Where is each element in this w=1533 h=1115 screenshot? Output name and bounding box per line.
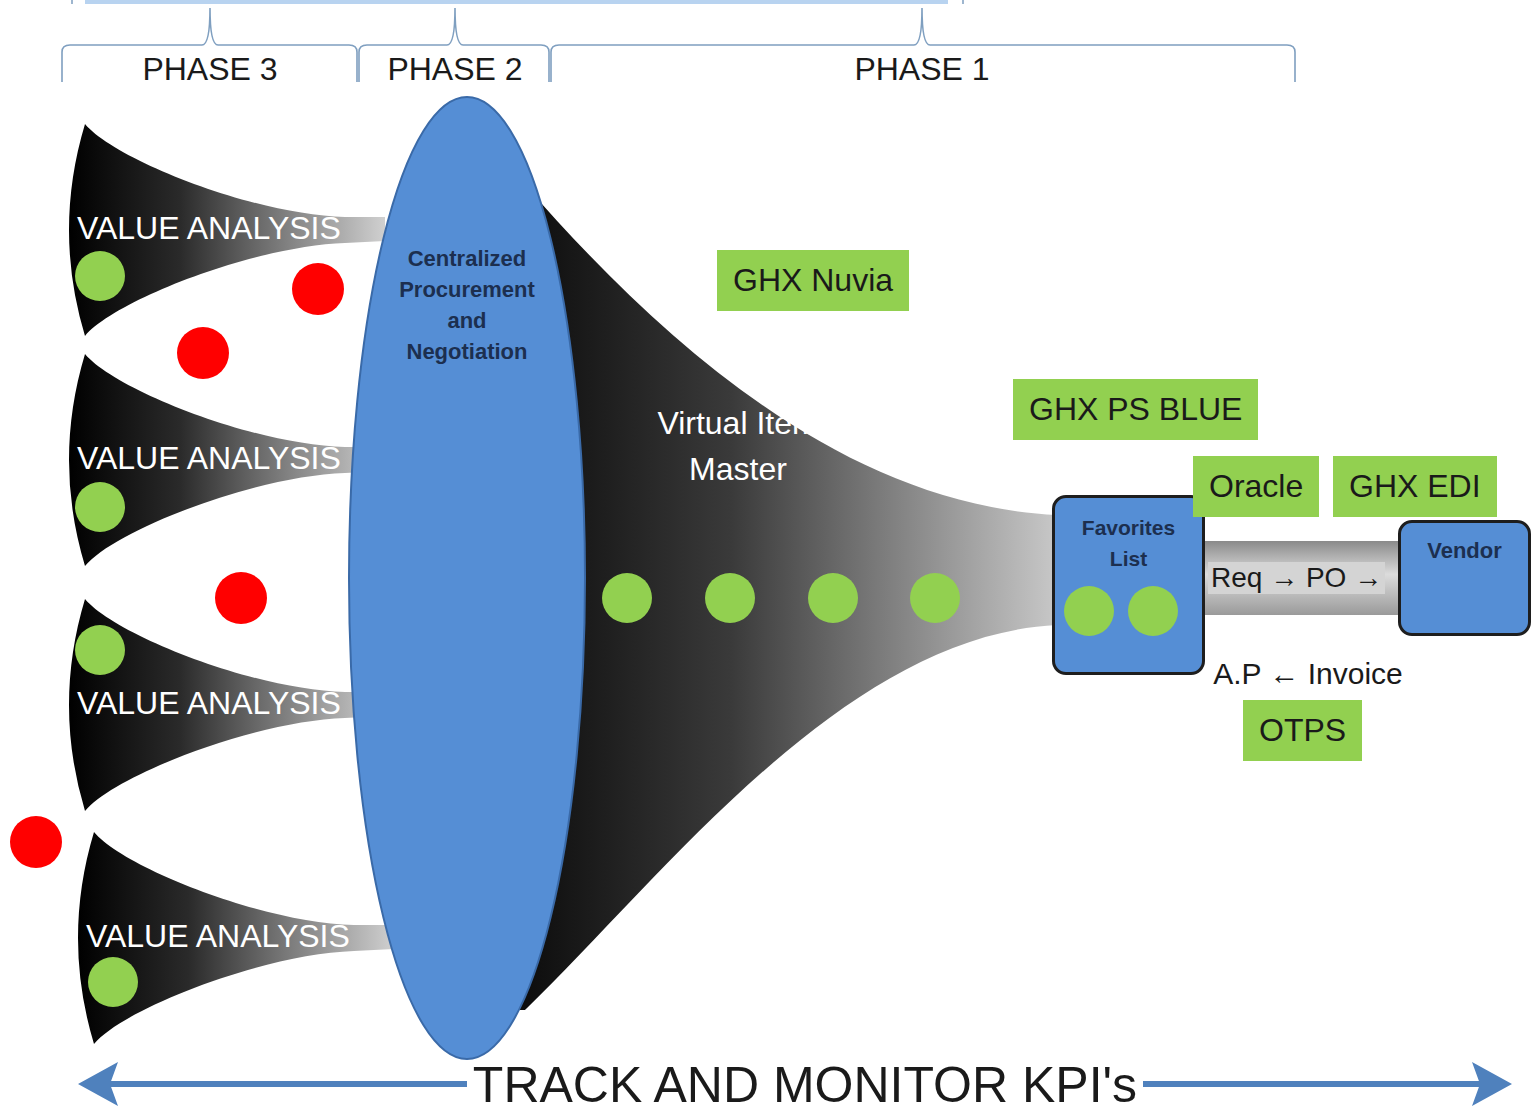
funnel-label: VALUE ANALYSIS (77, 438, 341, 478)
pipe-connector (1203, 541, 1400, 615)
system-label: GHX EDI (1349, 466, 1481, 507)
pipe-body (1203, 541, 1400, 615)
funnel-body (465, 185, 1057, 1010)
system-label: OTPS (1259, 710, 1346, 751)
funnel-label: VALUE ANALYSIS (77, 683, 341, 723)
funnel-shape: VALUE ANALYSIS (64, 828, 394, 1048)
system-label: GHX PS BLUE (1029, 389, 1242, 430)
funnel-label: VALUE ANALYSIS (77, 208, 341, 248)
top-tick (72, 0, 963, 4)
funnel-label: VALUE ANALYSIS (86, 916, 350, 956)
green-dots (75, 251, 1178, 1007)
system-tag: GHX Nuvia (717, 250, 909, 311)
pipe-label: Req → PO → (1208, 562, 1385, 594)
top-bar (85, 0, 948, 4)
funnel-body (78, 832, 394, 1044)
ellipse-outline (347, 95, 587, 1061)
funnel-body (69, 124, 385, 336)
vendor-box: Vendor (1398, 520, 1531, 636)
funnel-body (69, 599, 385, 811)
phase-label: PHASE 2 (387, 52, 522, 87)
funnel-body (69, 354, 385, 566)
box-label: Favorites List (1055, 512, 1202, 574)
ellipse-node: Centralized Procurement and Negotiation (347, 95, 587, 1061)
favorites-box: Favorites List (1052, 495, 1205, 675)
system-tag: OTPS (1243, 700, 1362, 761)
kpi-banner: TRACK AND MONITOR KPI's (467, 1058, 1143, 1113)
phase-label: PHASE 1 (854, 52, 989, 87)
ellipse-label: Centralized Procurement and Negotiation (387, 243, 547, 367)
box-label: Vendor (1401, 535, 1528, 566)
funnel-shape: VALUE ANALYSIS (55, 595, 385, 815)
system-tag: GHX EDI (1333, 456, 1497, 517)
system-tag: GHX PS BLUE (1013, 379, 1258, 440)
system-label: Oracle (1209, 466, 1303, 507)
system-tag: Oracle (1193, 456, 1319, 517)
phase-label: PHASE 3 (142, 52, 277, 87)
funnel-shape: VALUE ANALYSIS (55, 120, 385, 340)
funnel-title: Virtual Item Master (628, 400, 848, 492)
system-label: GHX Nuvia (733, 260, 893, 301)
flow-note: A.P ← Invoice (1213, 657, 1403, 690)
red-dots (10, 263, 344, 868)
funnel-shape: VALUE ANALYSIS (55, 350, 385, 570)
ellipse-body (349, 97, 585, 1059)
